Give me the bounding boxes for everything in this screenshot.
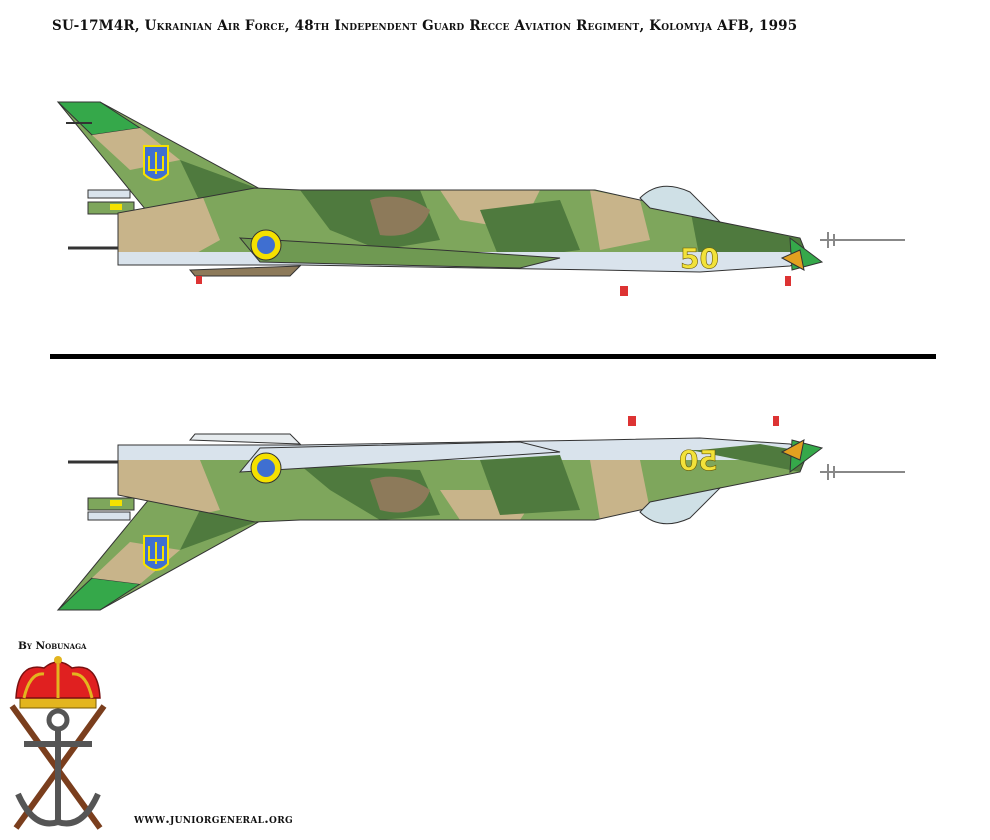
trident-emblem-icon [143,145,169,181]
roundel-icon [250,452,282,484]
roundel-icon [250,229,282,261]
aircraft-bottom-view: 50 [56,416,905,611]
trident-emblem-icon [143,535,169,571]
tail-number-mirrored: 50 [679,444,718,477]
author-credit: By Nobunaga [18,640,87,652]
crest-emblem-icon [9,656,107,830]
website-link[interactable]: www.juniorgeneral.org [134,812,293,827]
divider-line [50,354,936,359]
aircraft-top-view: 50 [56,101,905,296]
canopy [639,185,722,223]
page-title: SU-17M4R, Ukrainian Air Force, 48th Inde… [52,18,798,34]
canopy [639,487,722,525]
tail-number: 50 [680,242,719,275]
